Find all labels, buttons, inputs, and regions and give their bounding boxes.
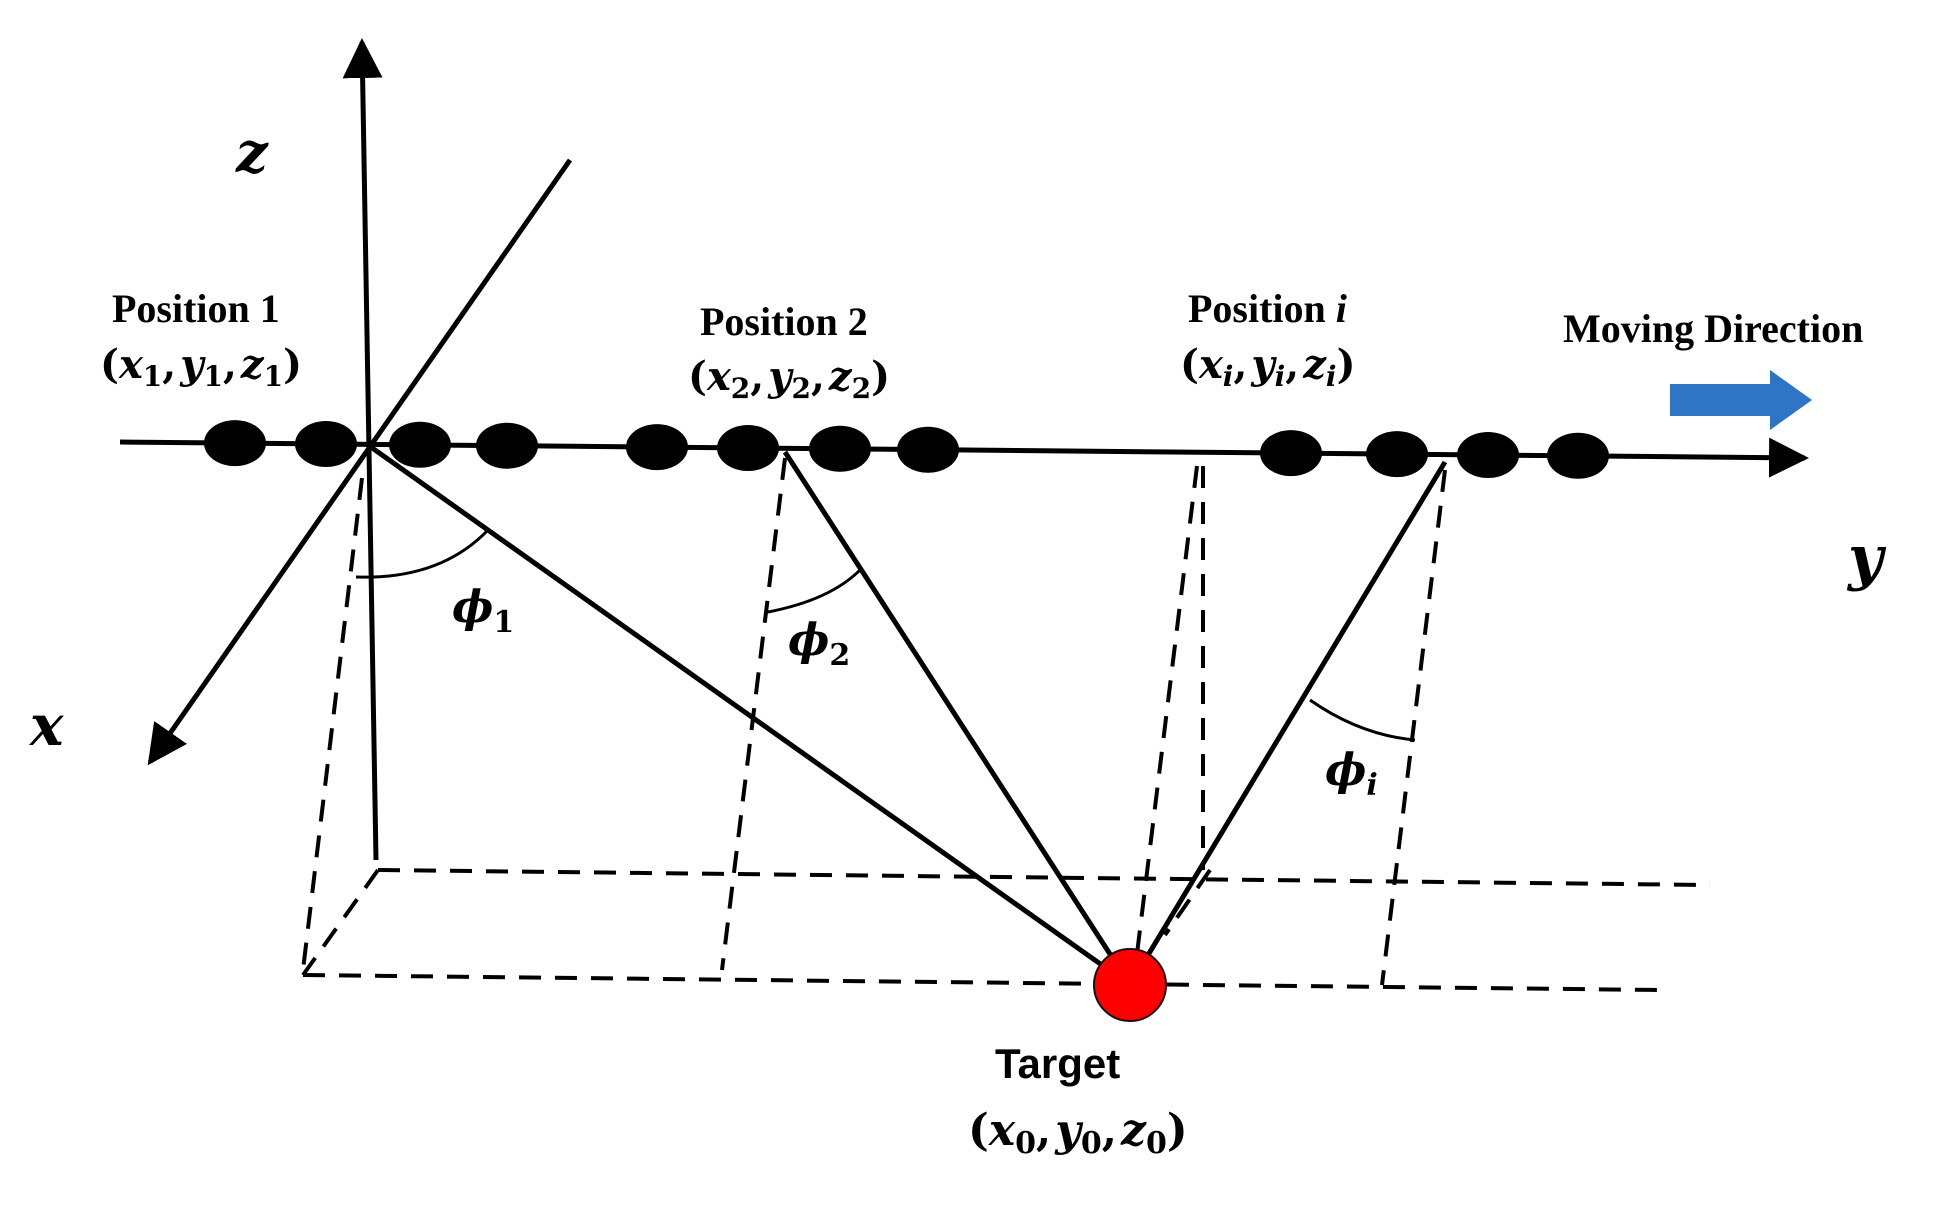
angle-label-2: ϕ2 <box>788 615 850 673</box>
antenna-ellipse <box>897 426 959 473</box>
target-label: Target (x0,y0,z0) <box>968 1040 1188 1161</box>
antenna-ellipse <box>1457 432 1519 478</box>
moving-direction-arrow <box>1670 370 1812 430</box>
antenna-ellipse <box>809 425 871 472</box>
angle-arcs <box>355 528 1416 742</box>
position-1-label: Position 1 (x1,y1,z1) <box>100 286 302 393</box>
slant-range-lines <box>366 442 1448 988</box>
z-axis-label: z <box>235 120 269 186</box>
svg-text:(x2,y2,z2): (x2,y2,z2) <box>688 353 890 405</box>
x-axis <box>147 158 573 766</box>
angle-label-1: ϕ1 <box>452 582 514 640</box>
antenna-ellipse <box>476 422 538 469</box>
antenna-ellipse <box>626 424 688 471</box>
antenna-ellipse <box>295 421 357 467</box>
position-i-label: Position i (xi,yi,zi) <box>1180 286 1356 393</box>
angle-arc-i <box>1309 698 1416 742</box>
ground-projection-lines <box>301 457 1711 992</box>
moving-direction-label: Moving Direction <box>1563 306 1863 351</box>
angle-arc-2 <box>767 568 862 614</box>
antenna-ellipse <box>1547 432 1609 479</box>
svg-text:Position 1: Position 1 <box>112 286 280 331</box>
y-axis-label: y <box>1846 523 1887 593</box>
angle-label-i: ϕi <box>1325 745 1378 803</box>
target-point <box>1093 948 1167 1022</box>
svg-text:Position 2: Position 2 <box>700 299 868 344</box>
range-line-position-2 <box>782 450 1133 987</box>
svg-text:(xi,yi,zi): (xi,yi,zi) <box>1180 341 1356 393</box>
antenna-ellipse <box>204 420 266 467</box>
svg-text:(x1,y1,z1): (x1,y1,z1) <box>100 341 302 393</box>
svg-text:Target: Target <box>995 1040 1120 1087</box>
antenna-ellipse <box>1260 430 1322 477</box>
angle-arc-1 <box>355 528 490 579</box>
antenna-ellipse <box>1366 431 1428 478</box>
antenna-ellipse <box>717 425 779 471</box>
range-line-position-i <box>1127 460 1448 987</box>
x-axis-label: x <box>29 693 64 759</box>
svg-text:(x0,y0,z0): (x0,y0,z0) <box>968 1105 1188 1161</box>
svg-text:Position i: Position i <box>1188 286 1347 331</box>
antenna-ellipse <box>389 421 451 468</box>
range-line-position-1 <box>366 442 1132 988</box>
position-2-label: Position 2 (x2,y2,z2) <box>688 299 890 405</box>
antenna-elements <box>204 420 1609 479</box>
